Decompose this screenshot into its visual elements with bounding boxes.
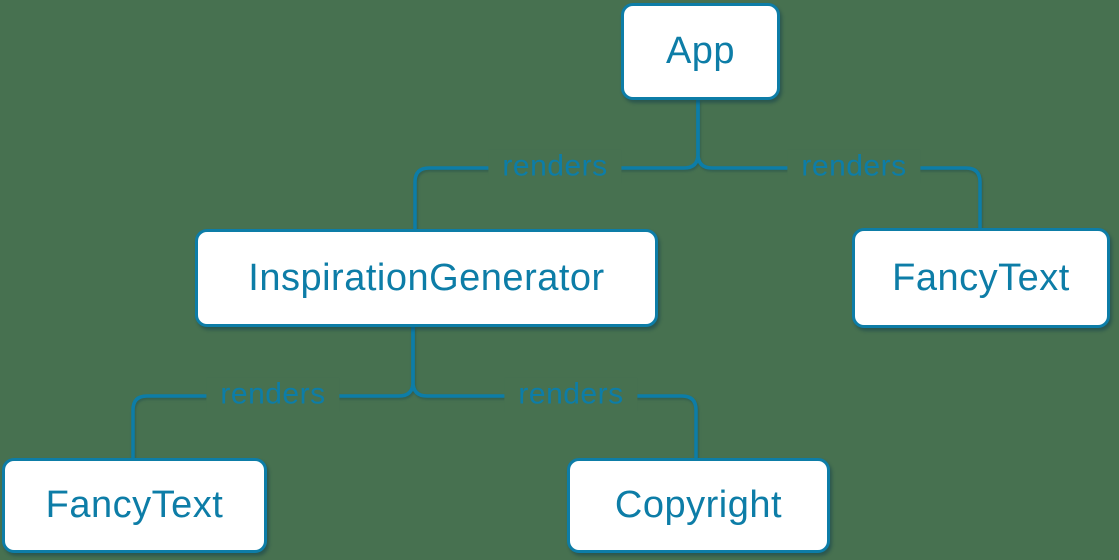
edge-label-renders: renders bbox=[488, 149, 622, 184]
node-fancy-text-top: FancyText bbox=[852, 228, 1110, 328]
node-copyright: Copyright bbox=[567, 458, 830, 553]
node-fancy-text-bottom: FancyText bbox=[2, 458, 267, 553]
node-inspiration-generator: InspirationGenerator bbox=[195, 229, 658, 327]
edge-label-renders: renders bbox=[504, 377, 638, 412]
node-app: App bbox=[621, 3, 780, 100]
edge-label-renders: renders bbox=[206, 377, 340, 412]
edge-label-renders: renders bbox=[787, 149, 921, 184]
